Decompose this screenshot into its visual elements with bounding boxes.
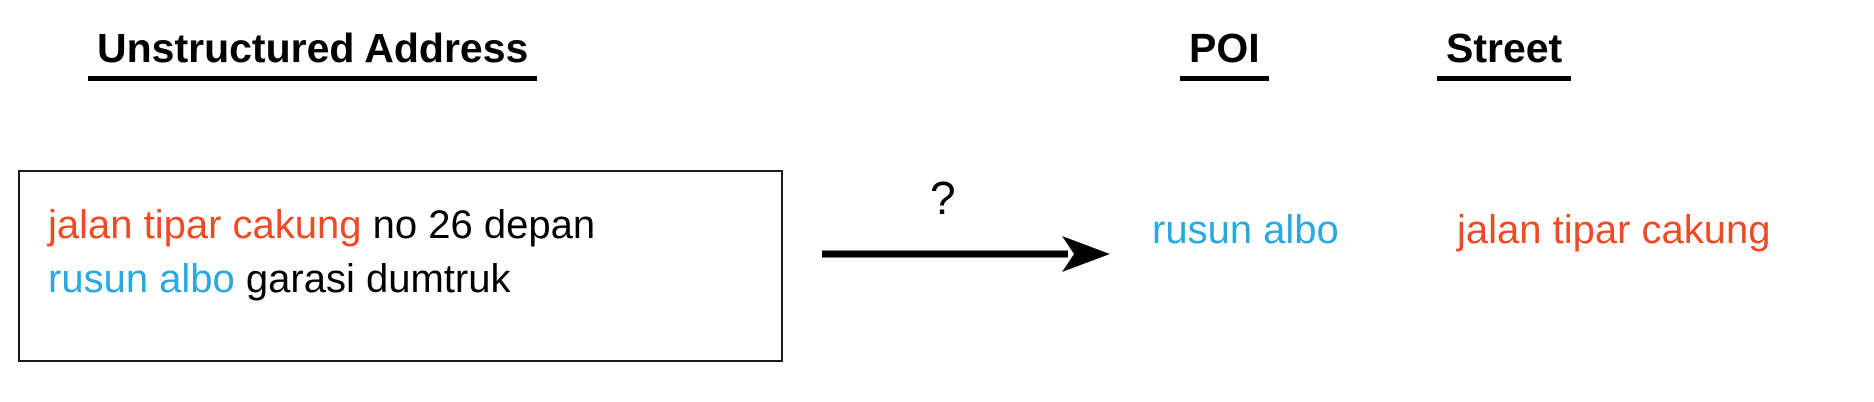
- right-arrow-icon: [822, 236, 1110, 272]
- column-header-street-label: Street: [1437, 28, 1572, 81]
- column-header-poi-label: POI: [1180, 28, 1269, 81]
- column-header-poi: POI: [1180, 28, 1269, 81]
- column-header-unstructured-address-label: Unstructured Address: [88, 28, 538, 81]
- question-mark-label: ?: [930, 172, 956, 224]
- column-header-street: Street: [1437, 28, 1572, 81]
- address-token-street: jalan tipar cakung: [48, 203, 362, 247]
- address-token-plain-1: no 26 depan: [361, 203, 596, 247]
- street-output-value: jalan tipar cakung: [1457, 208, 1771, 252]
- unstructured-address-text: jalan tipar cakung no 26 depan rusun alb…: [48, 198, 595, 306]
- unstructured-address-box: jalan tipar cakung no 26 depan rusun alb…: [18, 170, 783, 362]
- poi-output-value: rusun albo: [1152, 208, 1339, 252]
- address-line-1: jalan tipar cakung no 26 depan: [48, 198, 595, 252]
- address-line-2: rusun albo garasi dumtruk: [48, 252, 595, 306]
- address-token-plain-2: garasi dumtruk: [234, 257, 511, 301]
- transformation-arrow-group: ?: [820, 175, 1120, 285]
- address-token-poi: rusun albo: [48, 257, 235, 301]
- column-header-unstructured-address: Unstructured Address: [88, 28, 538, 81]
